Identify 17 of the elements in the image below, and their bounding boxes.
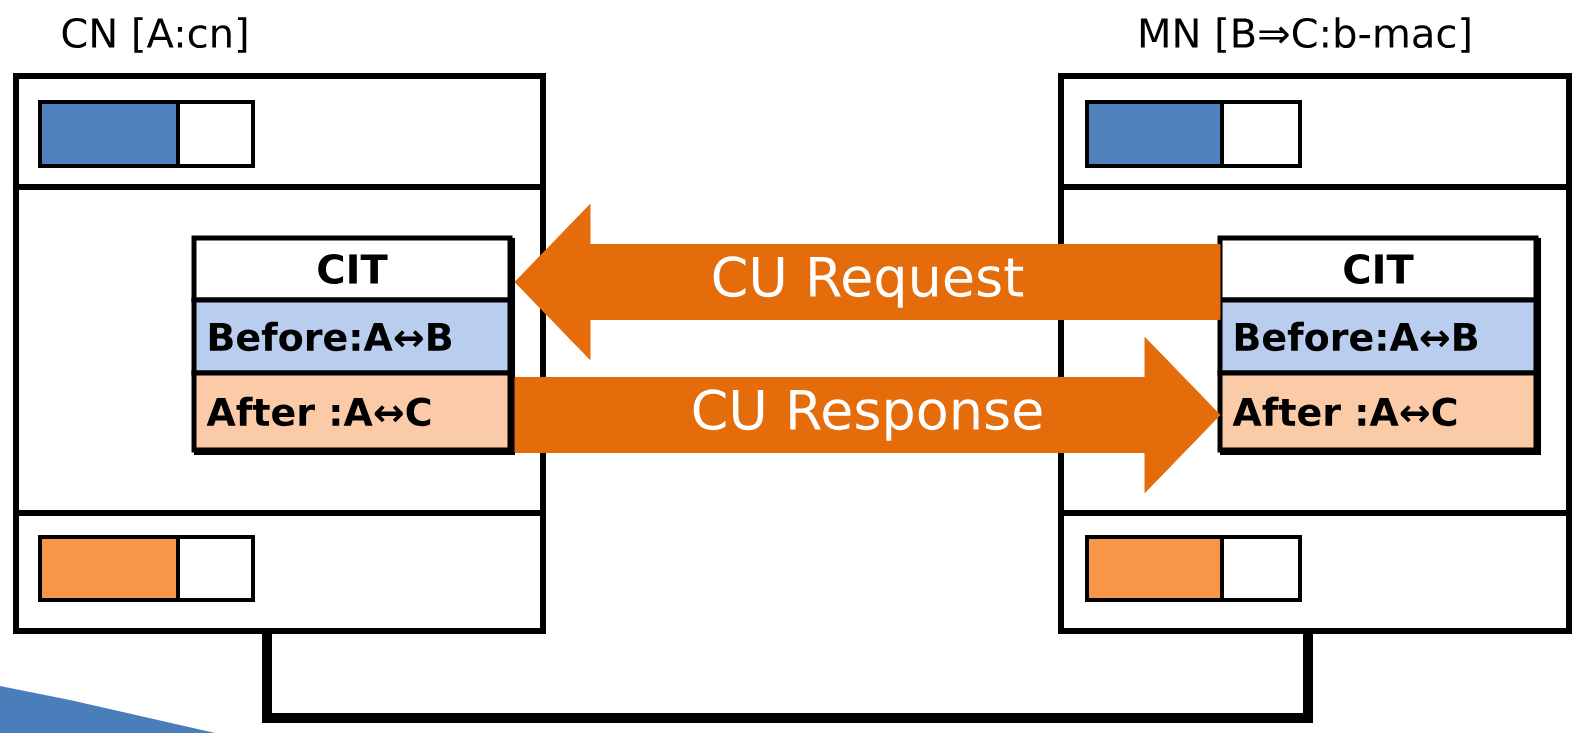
table-row: Before:A↔B (209, 321, 451, 352)
box-heading: MN [B⇒C:b-mac] (1140, 17, 1470, 53)
table-box (191, 235, 515, 455)
cable-line (262, 634, 1313, 723)
box-heading: CN [A:cn] (62, 17, 247, 53)
block-arrow (514, 204, 1221, 360)
table-row: After :A↔C (206, 396, 431, 427)
edge-label: CU Request (713, 256, 1024, 308)
block-arrow (514, 337, 1221, 493)
table-box (1217, 235, 1541, 455)
edge-label: CU Response (693, 389, 1042, 441)
table-row: After :A↔C (1232, 396, 1457, 427)
device-box (13, 73, 546, 634)
device-box (1058, 73, 1572, 634)
table-title: CIT (318, 253, 388, 285)
table-title: CIT (1344, 253, 1414, 285)
table-row: Before:A↔B (1235, 321, 1477, 352)
